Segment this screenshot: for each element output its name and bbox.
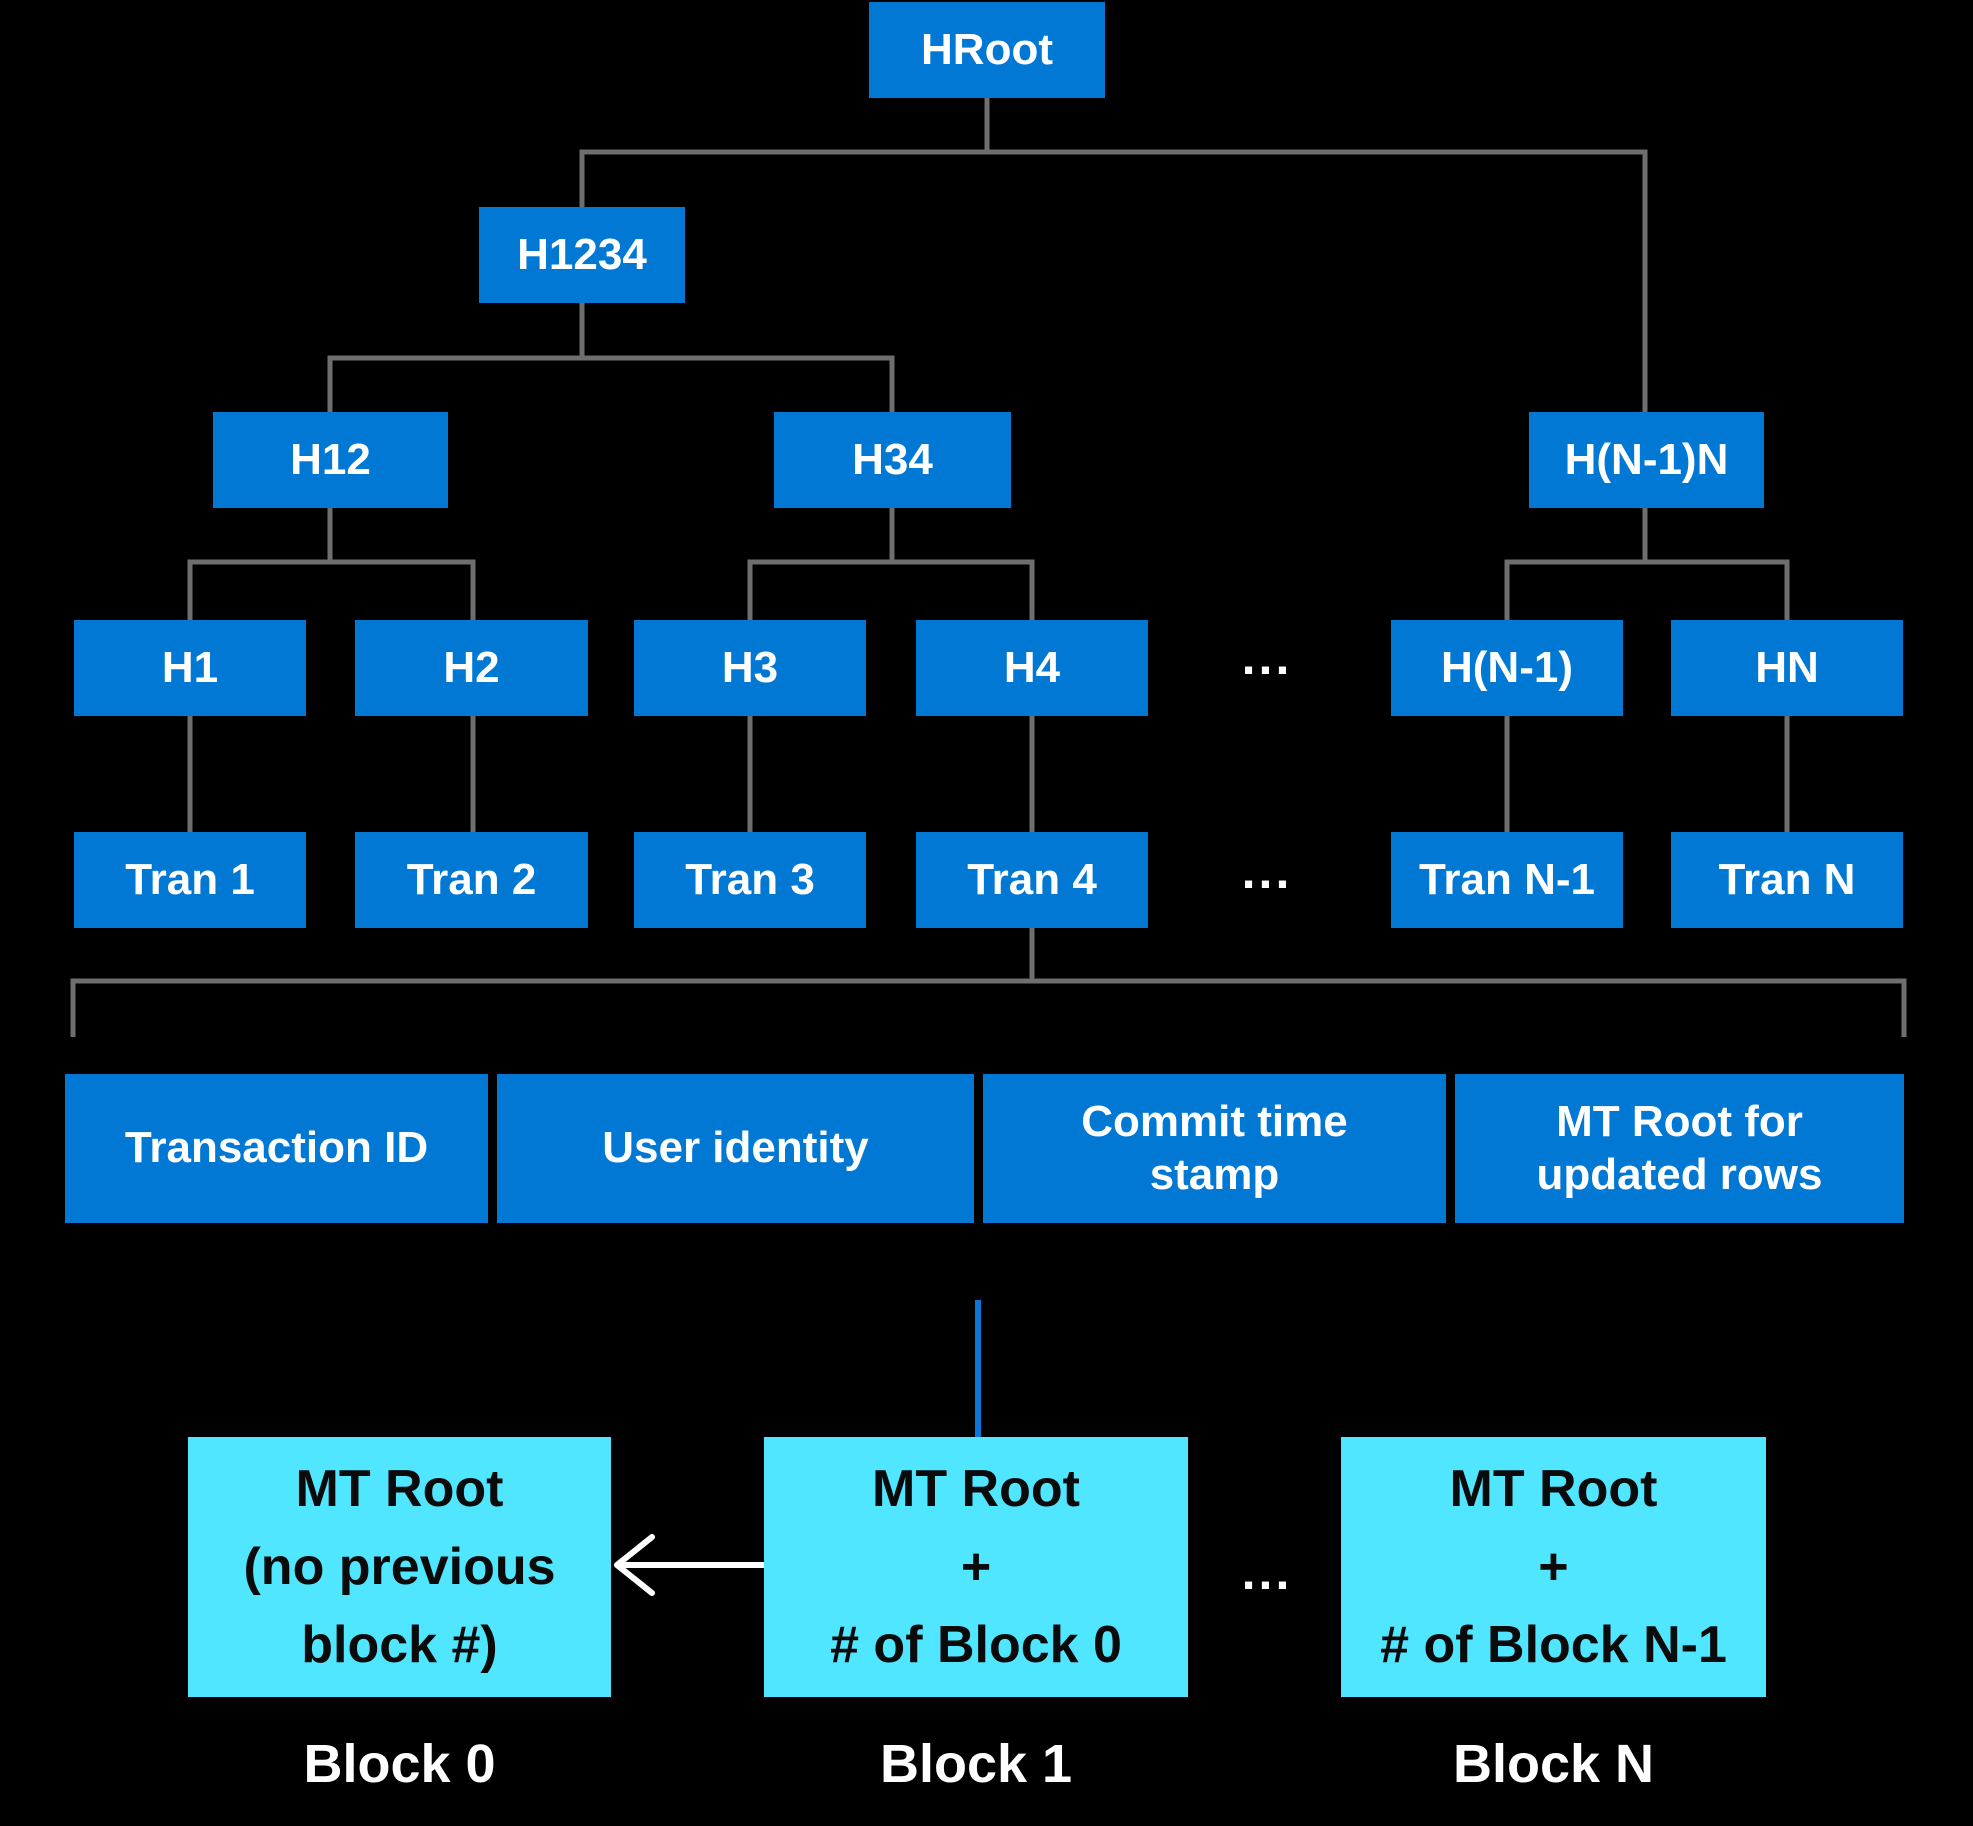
tree-node-hroot: HRoot — [869, 2, 1105, 98]
block1-label: Block 1 — [879, 1734, 1073, 1794]
record-field-mt-root: MT Root for updated rows — [1455, 1074, 1904, 1223]
tree-node-tran3: Tran 3 — [634, 832, 866, 928]
hash-row-ellipsis: ... — [1241, 629, 1293, 685]
record-field-user-identity: User identity — [497, 1074, 974, 1223]
prev-block-arrow-icon — [614, 1534, 766, 1596]
tree-node-h34: H34 — [774, 412, 1011, 508]
tree-node-h2: H2 — [355, 620, 588, 716]
tree-node-hn1n: H(N-1)N — [1529, 412, 1764, 508]
record-field-commit-time-stamp: Commit time stamp — [983, 1074, 1446, 1223]
wire-hn1n-branch — [1504, 506, 1790, 622]
tree-node-hn: HN — [1671, 620, 1903, 716]
block0-label: Block 0 — [303, 1734, 496, 1794]
arrow-head — [614, 1534, 655, 1596]
blocks-ellipsis: ... — [1241, 1544, 1293, 1600]
blockn-box: MT Root + # of Block N-1 — [1341, 1437, 1766, 1697]
tree-node-tran2: Tran 2 — [355, 832, 588, 928]
wire-h34-branch — [747, 506, 1035, 622]
tree-node-h4: H4 — [916, 620, 1148, 716]
tree-node-tran-n1: Tran N-1 — [1391, 832, 1623, 928]
wire-root-to-level1 — [579, 98, 1648, 414]
tree-node-hn1: H(N-1) — [1391, 620, 1623, 716]
block0-box: MT Root (no previous block #) — [188, 1437, 611, 1697]
wire-tran4-record-bracket — [70, 926, 1907, 1037]
tree-node-h3: H3 — [634, 620, 866, 716]
tree-node-tran4: Tran 4 — [916, 832, 1148, 928]
tran-row-ellipsis: ... — [1241, 843, 1293, 899]
blockn-label: Block N — [1452, 1734, 1655, 1794]
wire-h1234-branch — [327, 301, 895, 414]
tree-node-tran-n: Tran N — [1671, 832, 1903, 928]
tree-node-h1234: H1234 — [479, 207, 685, 303]
wire-h12-branch — [187, 506, 476, 622]
tree-node-h1: H1 — [74, 620, 306, 716]
tree-node-tran1: Tran 1 — [74, 832, 306, 928]
wire-hash-to-tran — [187, 714, 1790, 834]
tree-node-h12: H12 — [213, 412, 448, 508]
block1-box: MT Root + # of Block 0 — [764, 1437, 1188, 1697]
record-field-transaction-id: Transaction ID — [65, 1074, 488, 1223]
